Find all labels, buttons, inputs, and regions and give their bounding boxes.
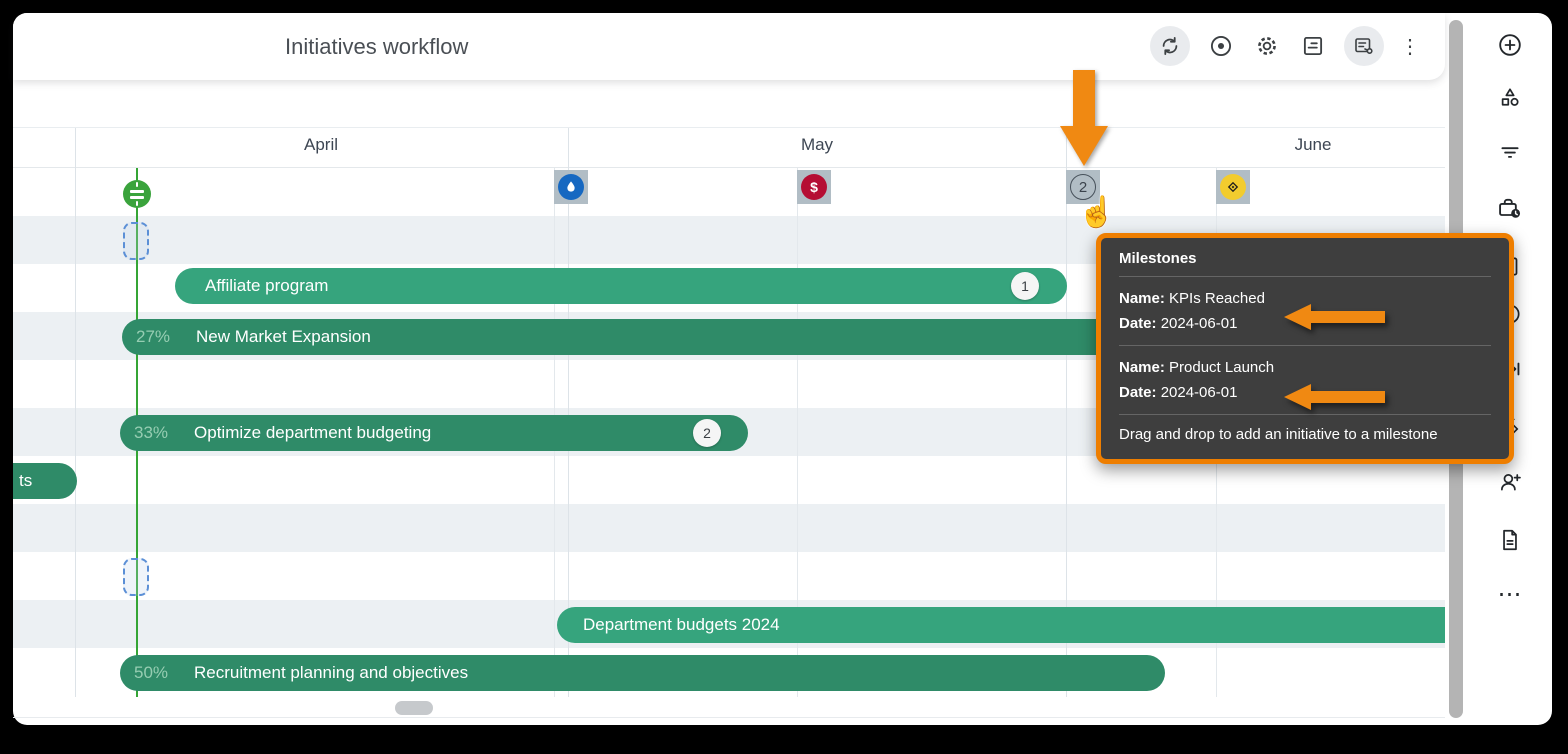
milestone-marker-diamond[interactable] <box>1216 170 1250 204</box>
add-icon[interactable] <box>1496 31 1524 59</box>
notes-icon[interactable] <box>1298 31 1328 61</box>
tooltip-title: Milestones <box>1119 250 1197 267</box>
gantt-bar-recruitment-planning[interactable]: 50% Recruitment planning and objectives <box>120 655 1165 691</box>
settings-gear-icon[interactable] <box>1252 31 1282 61</box>
shapes-icon[interactable] <box>1496 84 1524 112</box>
bar-label: Optimize department budgeting <box>194 423 432 442</box>
hand-cursor-icon: ☝ <box>1078 196 1116 229</box>
tooltip-entry: Name: Product Launch Date: 2024-06-01 <box>1119 355 1491 405</box>
bar-label: New Market Expansion <box>196 327 371 346</box>
empty-item-placeholder[interactable] <box>123 558 149 596</box>
bar-label: Affiliate program <box>205 276 329 295</box>
bar-progress: 27% <box>136 327 171 346</box>
filter-icon[interactable] <box>1496 138 1524 166</box>
bar-badge: 1 <box>1011 272 1039 300</box>
empty-item-placeholder[interactable] <box>123 222 149 260</box>
horizontal-scrollbar[interactable] <box>395 701 433 715</box>
tooltip-entry: Name: KPIs Reached Date: 2024-06-01 <box>1119 286 1491 336</box>
name-label: Name: <box>1119 290 1165 307</box>
milestones-panel-icon[interactable] <box>1344 26 1384 66</box>
month-label-june: June <box>1294 135 1332 154</box>
dollar-icon: $ <box>801 174 827 200</box>
sync-icon[interactable] <box>1150 26 1190 66</box>
milestone-name: KPIs Reached <box>1169 290 1265 307</box>
tooltip-footer: Drag and drop to add an initiative to a … <box>1119 426 1438 443</box>
milestone-marker-budget[interactable]: $ <box>797 170 831 204</box>
milestone-marker-stacked[interactable]: 2 <box>1066 170 1100 204</box>
bar-progress: 50% <box>134 663 169 682</box>
gantt-bar-clipped[interactable]: ts <box>13 463 77 499</box>
add-person-icon[interactable] <box>1496 468 1524 496</box>
diamond-icon <box>1220 174 1246 200</box>
bar-label: ts <box>19 471 33 490</box>
month-label-may: May <box>800 135 834 154</box>
bar-label: Recruitment planning and objectives <box>194 663 469 682</box>
briefcase-clock-icon[interactable] <box>1496 194 1524 222</box>
annotation-arrow-left <box>1284 304 1385 330</box>
annotation-arrow-left <box>1284 384 1385 410</box>
milestone-marker-water[interactable] <box>554 170 588 204</box>
milestone-date: 2024-06-01 <box>1160 384 1238 401</box>
gantt-bar-optimize-budgeting[interactable]: 33% Optimize department budgeting 2 <box>120 415 748 451</box>
date-label: Date: <box>1119 384 1157 401</box>
today-line-drag-handle[interactable] <box>123 180 151 208</box>
ellipsis-icon[interactable]: ⋯ <box>1497 580 1523 608</box>
name-label: Name: <box>1119 359 1165 376</box>
document-icon[interactable] <box>1496 526 1524 554</box>
milestone-name: Product Launch <box>1169 359 1275 376</box>
top-toolbar: Initiatives workflow ⋮ <box>13 13 1445 80</box>
water-drop-icon <box>558 174 584 200</box>
month-label-april: April <box>303 135 338 154</box>
kebab-menu-icon[interactable]: ⋮ <box>1400 35 1420 58</box>
gantt-bar-new-market-expansion[interactable]: 27% New Market Expansion <box>122 319 1215 355</box>
milestones-tooltip: Milestones Name: KPIs Reached Date: 2024… <box>1096 233 1514 464</box>
gantt-bar-department-budgets[interactable]: Department budgets 2024 <box>557 607 1445 643</box>
bar-badge: 2 <box>693 419 721 447</box>
page-title: Initiatives workflow <box>285 34 469 59</box>
bar-label: Department budgets 2024 <box>583 615 780 634</box>
milestone-count: 2 <box>1070 174 1096 200</box>
target-icon[interactable] <box>1206 31 1236 61</box>
gantt-bar-affiliate-program[interactable]: Affiliate program 1 <box>175 268 1067 304</box>
date-label: Date: <box>1119 315 1157 332</box>
bar-progress: 33% <box>134 423 169 442</box>
milestone-date: 2024-06-01 <box>1160 315 1238 332</box>
